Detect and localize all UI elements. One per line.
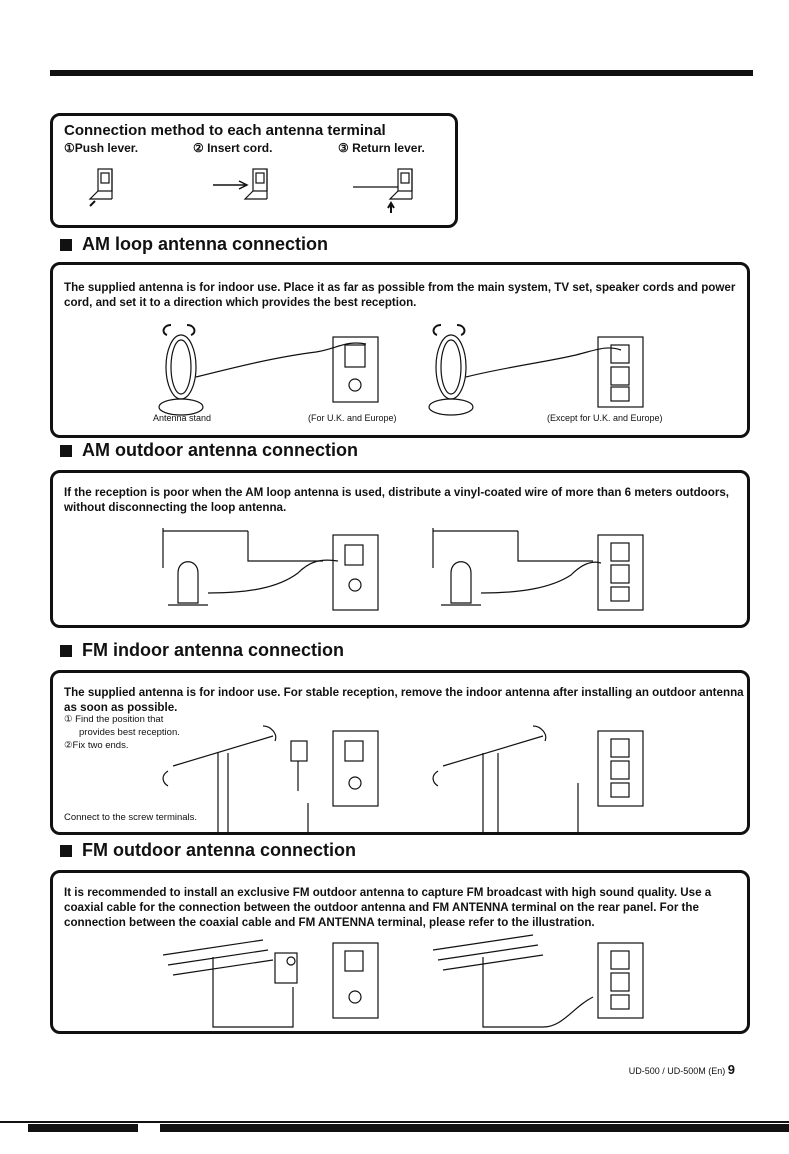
terminal-illustrations — [88, 168, 413, 213]
am-outdoor-heading: AM outdoor antenna connection — [60, 440, 358, 461]
heading-bullet — [60, 844, 72, 857]
fm-indoor-heading: FM indoor antenna connection — [60, 640, 344, 661]
top-rule — [50, 70, 753, 76]
am-outdoor-illustration — [162, 528, 644, 611]
am-outdoor-box: If the reception is poor when the AM loo… — [50, 470, 750, 628]
bottom-bar — [0, 1121, 789, 1132]
page-number: 9 — [727, 1062, 735, 1077]
fm-outdoor-box: It is recommended to install an exclusiv… — [50, 870, 750, 1034]
am-outdoor-text: If the reception is poor when the AM loo… — [64, 486, 730, 514]
fm-indoor-text: The supplied antenna is for indoor use. … — [64, 686, 744, 714]
label-except-uk-europe: (Except for U.K. and Europe) — [547, 413, 663, 423]
fm-outdoor-text: It is recommended to install an exclusiv… — [64, 886, 712, 929]
note-find-position: ① Find the position that — [64, 714, 164, 725]
am-loop-illustration — [158, 324, 644, 416]
am-loop-box: The supplied antenna is for indoor use. … — [50, 262, 750, 438]
heading-bullet — [60, 238, 72, 251]
heading-bullet — [60, 644, 72, 657]
note-best-reception: provides best reception. — [79, 727, 180, 738]
am-loop-heading: AM loop antenna connection — [60, 234, 328, 255]
step-push-lever: ①Push lever. — [64, 141, 139, 155]
fm-outdoor-heading-text: FM outdoor antenna connection — [82, 840, 356, 860]
fm-outdoor-illustration — [162, 934, 644, 1028]
connection-method-box: Connection method to each antenna termin… — [50, 113, 458, 228]
label-uk-europe: (For U.K. and Europe) — [308, 413, 397, 423]
fm-outdoor-heading: FM outdoor antenna connection — [60, 840, 356, 861]
fm-indoor-heading-text: FM indoor antenna connection — [82, 640, 344, 660]
note-fix-two-ends: ②Fix two ends. — [64, 740, 129, 751]
am-loop-heading-text: AM loop antenna connection — [82, 234, 328, 254]
step-return-lever: ③ Return lever. — [338, 141, 425, 155]
fm-indoor-box: The supplied antenna is for indoor use. … — [50, 670, 750, 835]
am-outdoor-heading-text: AM outdoor antenna connection — [82, 440, 358, 460]
step-insert-cord: ② Insert cord. — [193, 141, 273, 155]
note-screw-terminals: Connect to the screw terminals. — [64, 812, 198, 823]
page-footer: UD-500 / UD-500M (En) 9 — [629, 1062, 735, 1077]
connection-method-title: Connection method to each antenna termin… — [64, 122, 386, 139]
fm-indoor-illustration — [162, 725, 644, 834]
label-antenna-stand: Antenna stand — [153, 413, 212, 423]
footer-model: UD-500 / UD-500M (En) — [628, 1066, 726, 1076]
heading-bullet — [60, 444, 72, 457]
am-loop-text: The supplied antenna is for indoor use. … — [64, 281, 736, 309]
